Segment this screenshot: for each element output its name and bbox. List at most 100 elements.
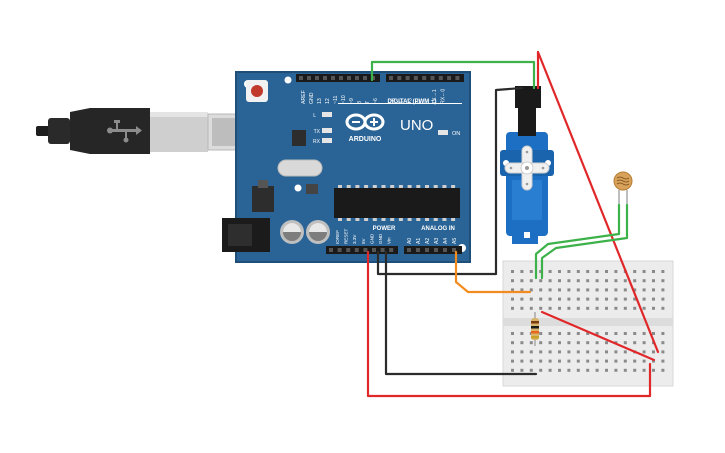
breadboard-hole[interactable] [595,279,599,283]
breadboard-hole[interactable] [661,332,665,335]
breadboard-hole[interactable] [595,359,599,363]
breadboard-hole[interactable] [586,288,590,292]
micro-servo[interactable] [500,86,554,244]
breadboard-hole[interactable] [548,368,552,372]
breadboard-hole[interactable] [548,332,552,335]
breadboard-hole[interactable] [642,297,646,301]
header-pin-hole[interactable] [363,248,368,252]
breadboard-hole[interactable] [576,359,580,363]
breadboard-hole[interactable] [586,341,590,345]
breadboard-hole[interactable] [586,297,590,301]
wire-breadboard-jumper[interactable] [540,310,656,362]
breadboard-hole[interactable] [511,270,514,273]
header-pin-hole[interactable] [339,76,343,80]
breadboard-hole[interactable] [558,332,561,335]
header-pin-hole[interactable] [346,248,351,252]
breadboard-hole[interactable] [642,332,646,335]
breadboard-hole[interactable] [633,368,637,372]
breadboard-hole[interactable] [520,279,524,283]
breadboard-hole[interactable] [623,368,627,372]
breadboard-hole[interactable] [605,341,608,345]
breadboard-hole[interactable] [605,332,608,335]
breadboard-hole[interactable] [558,368,561,372]
breadboard-hole[interactable] [548,341,552,345]
breadboard-hole[interactable] [642,279,646,283]
breadboard-hole[interactable] [539,306,543,310]
breadboard-hole[interactable] [595,350,599,354]
header-pin-hole[interactable] [355,76,359,80]
header-pin-hole[interactable] [299,76,303,80]
breadboard-hole[interactable] [529,368,533,372]
breadboard-hole[interactable] [558,288,561,292]
breadboard-hole[interactable] [633,288,637,292]
breadboard-hole[interactable] [539,368,543,372]
breadboard-hole[interactable] [576,297,580,301]
breadboard-hole[interactable] [529,341,533,345]
breadboard-hole[interactable] [623,359,627,363]
header-pin-hole[interactable] [337,248,342,252]
breadboard-hole[interactable] [548,297,552,301]
breadboard-hole[interactable] [661,288,665,292]
wire-analog-a5[interactable] [454,250,532,294]
breadboard-hole[interactable] [633,359,637,363]
breadboard-hole[interactable] [661,350,665,354]
breadboard-hole[interactable] [520,332,524,335]
breadboard-hole[interactable] [567,341,571,345]
header-pin-hole[interactable] [397,76,402,80]
breadboard-hole[interactable] [633,332,637,335]
breadboard-hole[interactable] [661,359,665,363]
wire-ldr-b[interactable] [540,203,629,280]
breadboard-hole[interactable] [605,368,608,372]
header-pin-hole[interactable] [443,248,447,252]
breadboard-hole[interactable] [605,350,608,354]
breadboard-hole[interactable] [595,297,599,301]
breadboard-hole[interactable] [567,359,571,363]
header-pin-hole[interactable] [455,76,460,80]
breadboard-hole[interactable] [558,306,561,310]
breadboard-hole[interactable] [633,270,637,273]
breadboard-hole[interactable] [529,359,533,363]
breadboard-hole[interactable] [652,306,655,310]
breadboard-hole[interactable] [595,341,599,345]
breadboard-hole[interactable] [652,297,655,301]
breadboard-hole[interactable] [586,359,590,363]
breadboard-hole[interactable] [511,341,514,345]
header-pin-hole[interactable] [405,76,410,80]
breadboard-hole[interactable] [576,288,580,292]
breadboard-hole[interactable] [633,279,637,283]
breadboard-hole[interactable] [661,270,665,273]
wire-servo-signal[interactable] [370,60,536,90]
breadboard-hole[interactable] [511,279,514,283]
breadboard-hole[interactable] [614,332,618,335]
breadboard-hole[interactable] [539,332,543,335]
breadboard-hole[interactable] [652,270,655,273]
breadboard-hole[interactable] [614,350,618,354]
header-pin-hole[interactable] [354,248,359,252]
breadboard-hole[interactable] [567,279,571,283]
header-pin-hole[interactable] [347,76,351,80]
breadboard-hole[interactable] [642,288,646,292]
breadboard-hole[interactable] [511,350,514,354]
breadboard-hole[interactable] [576,270,580,273]
breadboard-hole[interactable] [558,341,561,345]
breadboard-hole[interactable] [539,270,543,273]
breadboard-hole[interactable] [652,359,655,363]
header-pin-hole[interactable] [315,76,319,80]
header-pin-hole[interactable] [447,76,452,80]
breadboard-hole[interactable] [623,332,627,335]
breadboard-hole[interactable] [548,270,552,273]
breadboard-hole[interactable] [652,368,655,372]
header-pin-hole[interactable] [380,248,385,252]
breadboard-hole[interactable] [511,306,514,310]
breadboard-hole[interactable] [511,288,514,292]
breadboard-hole[interactable] [558,350,561,354]
breadboard-hole[interactable] [633,297,637,301]
breadboard-hole[interactable] [529,288,533,292]
breadboard-hole[interactable] [529,297,533,301]
breadboard-hole[interactable] [520,350,524,354]
breadboard-hole[interactable] [567,288,571,292]
wire-5v[interactable] [366,250,652,398]
breadboard-hole[interactable] [520,306,524,310]
breadboard-hole[interactable] [539,350,543,354]
